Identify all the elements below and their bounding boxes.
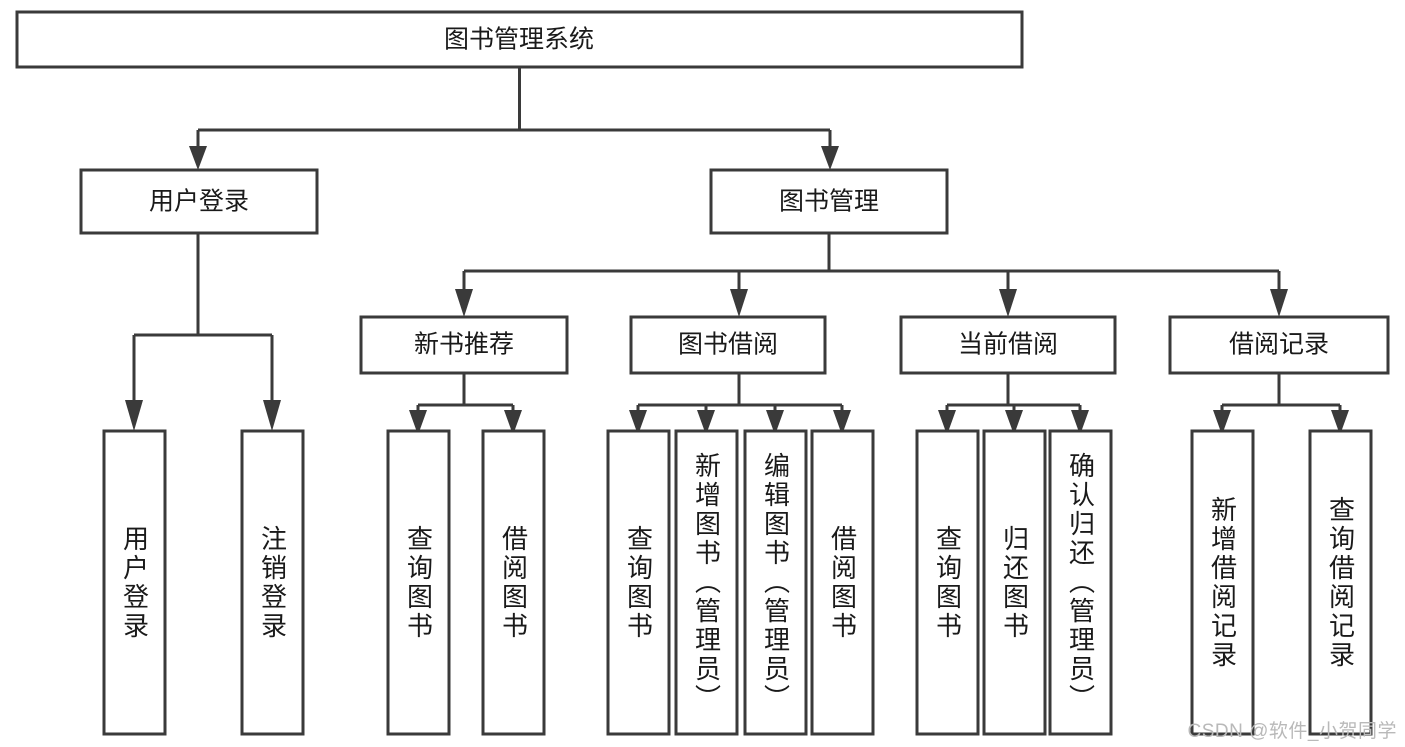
node-book-borrow-box[interactable]: [629, 315, 827, 375]
node-book-management-label: 图书管理: [779, 188, 879, 216]
arrow-head-new-book-recommend: [455, 289, 473, 317]
node-user-login-label: 用户登录: [149, 188, 249, 216]
node-book-management[interactable]: 图书管理: [709, 168, 949, 235]
node-borrow-record-label: 借阅记录: [1229, 331, 1329, 359]
node-book-borrow[interactable]: 图书借阅: [629, 315, 827, 375]
node-root[interactable]: 图书管理系统: [15, 10, 1024, 69]
leaf-logout-login-box[interactable]: [240, 429, 305, 736]
leaf-query-book-3-box[interactable]: [915, 429, 980, 736]
leaf-edit-book-box[interactable]: [743, 429, 808, 736]
arrow-head-leaf-query-book-1: [409, 410, 427, 435]
leaf-return-book-box[interactable]: [982, 429, 1047, 736]
arrow-head-leaf-edit-book: [766, 410, 784, 435]
node-new-book-recommend-label: 新书推荐: [414, 331, 514, 359]
arrow-head-leaf-add-book: [697, 410, 715, 435]
arrow-head-leaf-query-book-3: [938, 410, 956, 435]
node-current-borrow[interactable]: 当前借阅: [899, 315, 1117, 375]
arrow-head-leaf-borrow-book-1: [504, 410, 522, 435]
leaf-confirm-return-box[interactable]: [1048, 429, 1113, 736]
node-current-borrow-label: 当前借阅: [958, 331, 1058, 359]
arrow-head-user-login: [189, 146, 207, 170]
leaf-query-record-box[interactable]: [1308, 429, 1373, 736]
leaf-query-book-1-box[interactable]: [386, 429, 451, 736]
connector-layer: [125, 67, 1349, 435]
arrow-head-book-borrow: [730, 289, 748, 317]
node-current-borrow-box[interactable]: [899, 315, 1117, 375]
csdn-watermark: CSDN @软件_小贺同学: [1187, 721, 1397, 742]
arrow-head-current-borrow: [999, 289, 1017, 317]
arrow-head-leaf-borrow-book-2: [833, 410, 851, 435]
leaf-boxes: [102, 429, 1373, 736]
leaf-borrow-book-1-box[interactable]: [481, 429, 546, 736]
node-new-book-recommend[interactable]: 新书推荐: [359, 315, 569, 375]
arrow-head-book-management: [821, 146, 839, 170]
arrow-head-leaf-user-login: [125, 400, 143, 431]
leaf-add-book-box[interactable]: [674, 429, 739, 736]
leaf-query-book-2-box[interactable]: [606, 429, 671, 736]
node-book-management-box[interactable]: [709, 168, 949, 235]
node-user-login-box[interactable]: [79, 168, 319, 235]
arrow-head-leaf-logout-login: [263, 400, 281, 431]
leaf-add-record-box[interactable]: [1190, 429, 1255, 736]
arrow-head-leaf-query-book-2: [629, 410, 647, 435]
arrow-head-leaf-return-book: [1005, 410, 1023, 435]
leaf-user-login-box[interactable]: [102, 429, 167, 736]
node-borrow-record[interactable]: 借阅记录: [1168, 315, 1390, 375]
node-user-login[interactable]: 用户登录: [79, 168, 319, 235]
arrow-head-leaf-query-record: [1331, 410, 1349, 435]
leaf-borrow-book-2-box[interactable]: [810, 429, 875, 736]
arrow-head-leaf-add-record: [1213, 410, 1231, 435]
arrow-head-leaf-confirm-return: [1071, 410, 1089, 435]
node-root-label: 图书管理系统: [444, 26, 594, 54]
arrow-head-borrow-record: [1270, 289, 1288, 317]
node-book-borrow-label: 图书借阅: [678, 331, 778, 359]
node-root-box[interactable]: [15, 10, 1024, 69]
node-new-book-recommend-box[interactable]: [359, 315, 569, 375]
node-borrow-record-box[interactable]: [1168, 315, 1390, 375]
